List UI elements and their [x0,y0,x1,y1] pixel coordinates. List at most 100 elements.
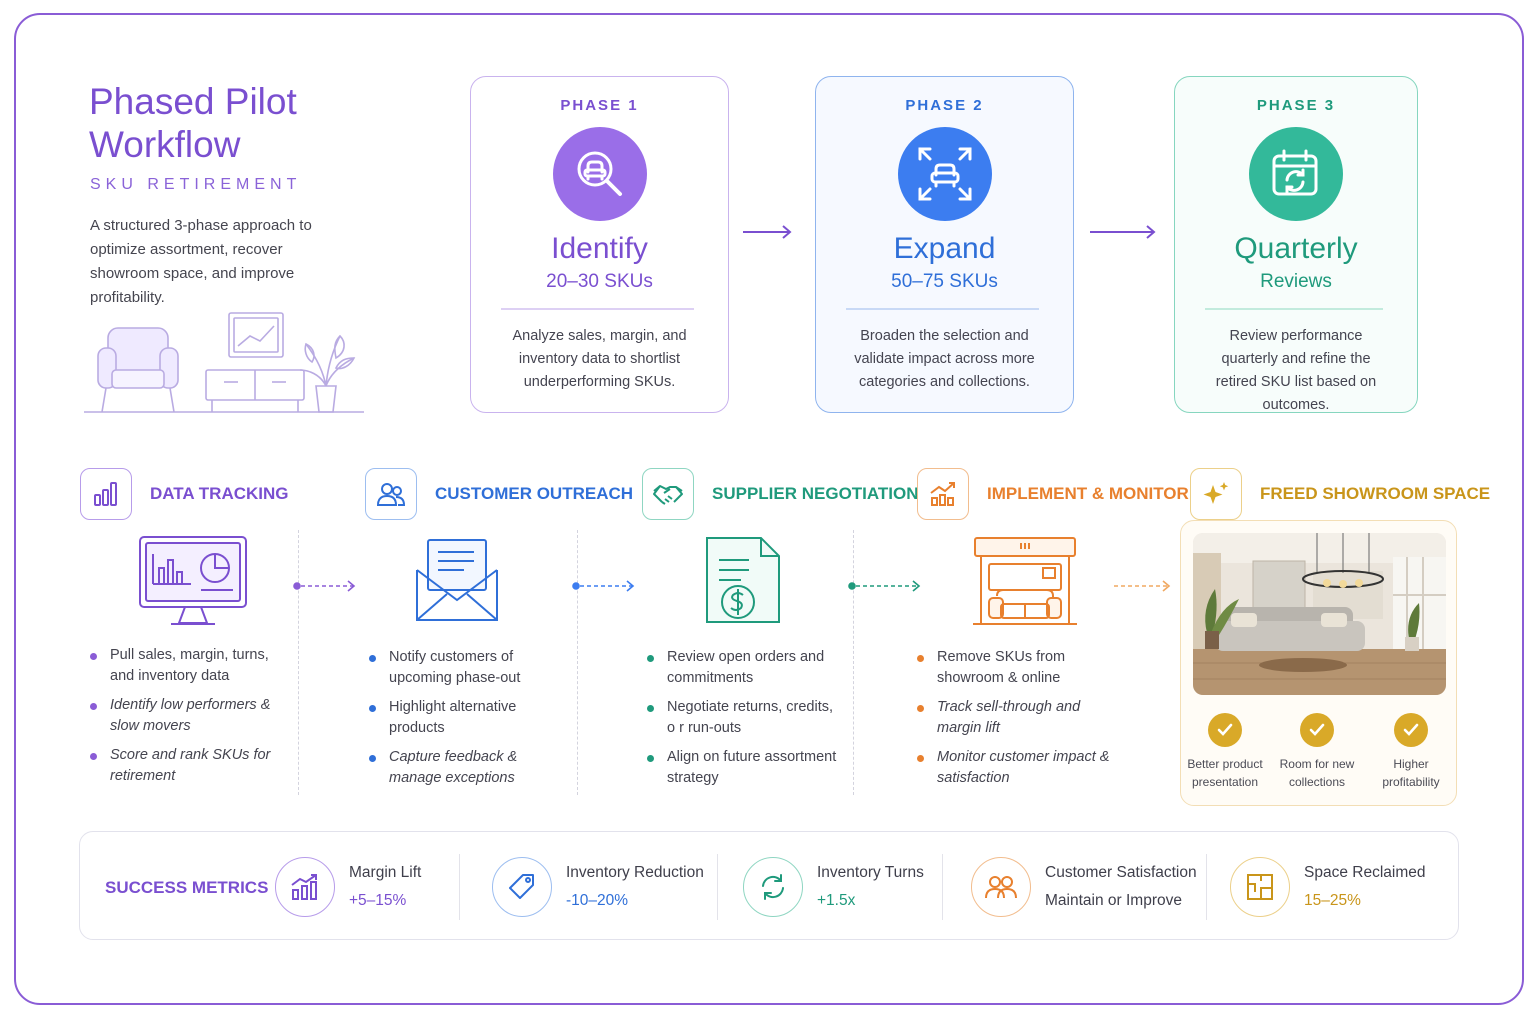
benefit-item: Better product presentation [1181,713,1269,791]
metrics-title: SUCCESS METRICS [105,878,269,897]
list-item: Track sell-through and margin lift [917,697,1117,739]
benefit-item: Room for new collections [1273,713,1361,791]
arrow-right-icon [572,580,635,592]
phase-label: PHASE 3 [1256,97,1336,114]
metric-inventory-reduction: Inventory Reduction -10–20% [492,856,704,918]
step-title: IMPLEMENT & MONITOR [987,484,1189,503]
phase-description: Broaden the selection and validate impac… [854,328,1035,390]
list-item: Identify low performers & slow movers [90,695,280,737]
showroom-sofa-icon [973,537,1077,625]
bar-chart-icon [80,468,132,520]
implement-monitor-list: Remove SKUs from showroom & online Track… [917,647,1117,797]
checkmark-icon [1300,713,1334,747]
step-supplier-negotiation-header: SUPPLIER NEGOTIATION [642,467,919,521]
step-title: FREED SHOWROOM SPACE [1260,484,1491,503]
list-item: Monitor customer impact & satisfaction [917,747,1117,789]
step-data-tracking-header: DATA TRACKING [80,467,289,521]
divider [846,308,1039,310]
metric-label: Inventory Reduction [566,864,704,881]
phase-3-card: PHASE 3 Quarterly Reviews Review perform… [1174,76,1418,413]
list-item: Align on future assortment strategy [647,747,837,789]
metric-inventory-turns: Inventory Turns +1.5x [743,856,924,918]
arrow-right-icon [1114,580,1171,592]
list-item: Review open orders and commitments [647,647,837,689]
metric-margin-lift: Margin Lift +5–15% [275,856,421,918]
list-item: Pull sales, margin, turns, and inventory… [90,645,280,687]
data-tracking-list: Pull sales, margin, turns, and inventory… [90,645,280,795]
benefit-text: Better product presentation [1187,757,1263,789]
handshake-icon [642,468,694,520]
step-title: CUSTOMER OUTREACH [435,484,634,503]
expand-chair-icon [897,127,992,221]
step-customer-outreach-header: CUSTOMER OUTREACH [365,467,633,521]
list-item: Notify customers of upcoming phase-out [369,647,569,689]
metric-label: Margin Lift [349,864,422,881]
phase-label: PHASE 2 [905,97,984,114]
list-item: Negotiate returns, credits, o r run-outs [647,697,837,739]
checkmark-icon [1208,713,1242,747]
living-room-illustration [84,312,364,413]
customer-outreach-list: Notify customers of upcoming phase-out H… [369,647,569,797]
envelope-icon [416,539,498,621]
intro-text: A structured 3-phase approach to optimiz… [90,217,312,306]
page-title: Phased Pilot Workflow [89,81,297,165]
divider [298,530,299,795]
success-metrics-bar: SUCCESS METRICS Margin Lift +5–15% Invent… [79,831,1459,940]
list-item: Highlight alternative products [369,697,569,739]
users-icon [365,468,417,520]
arrow-right-icon [1090,225,1156,239]
phase-description: Review performance quarterly and refine … [1215,328,1377,413]
benefit-text: Higher profitability [1382,757,1440,789]
benefit-item: Higher profitability [1367,713,1455,791]
metric-label: Space Reclaimed [1304,864,1426,881]
growth-chart-icon [275,857,335,917]
showroom-photo [1193,533,1446,695]
invoice-dollar-icon [706,537,780,623]
divider [459,854,460,920]
metric-label: Inventory Turns [817,864,924,881]
refresh-icon [743,857,803,917]
divider [1206,854,1207,920]
users-icon [971,857,1031,917]
metric-value: Maintain or Improve [1045,892,1182,909]
divider [577,530,578,795]
step-title: SUPPLIER NEGOTIATION [712,484,919,503]
metric-value: -10–20% [566,892,629,909]
floorplan-icon [1230,857,1290,917]
phase-count: 20–30 SKUs [546,271,653,292]
trend-chart-icon [917,468,969,520]
tag-icon [492,857,552,917]
step-title: DATA TRACKING [150,484,289,503]
phase-2-card: PHASE 2 Expand 50–75 SKUs Broaden the se… [815,76,1074,413]
freed-space-card: Better product presentation Room for new… [1180,520,1457,806]
page-subtitle: SKU RETIREMENT [90,176,302,193]
arrow-right-icon [743,225,792,239]
phase-description: Analyze sales, margin, and inventory dat… [512,328,687,390]
divider [853,530,854,795]
divider [1205,308,1383,310]
phase-name: Identify [551,232,648,265]
monitor-analytics-icon [139,536,247,625]
sparkle-icon [1190,468,1242,520]
phase-1-card: PHASE 1 Identify 20–30 SKUs Analyze sale… [470,76,729,413]
arrow-right-icon [848,580,921,592]
calendar-refresh-icon [1249,127,1343,221]
metric-value: 15–25% [1304,892,1361,909]
divider [717,854,718,920]
metric-value: +5–15% [349,892,407,909]
phase-name: Quarterly [1234,232,1358,265]
step-implement-monitor-header: IMPLEMENT & MONITOR [917,467,1189,521]
phase-label: PHASE 1 [560,97,639,114]
magnifier-chair-icon [552,127,647,221]
phase-count: 50–75 SKUs [891,271,998,292]
divider [501,308,694,310]
divider [942,854,943,920]
metric-label: Customer Satisfaction [1045,864,1197,881]
arrow-right-icon [293,580,356,592]
benefit-text: Room for new collections [1279,757,1355,789]
metric-value: +1.5x [817,892,856,909]
step-freed-space-header: FREED SHOWROOM SPACE [1190,467,1490,521]
list-item: Score and rank SKUs for retirement [90,745,280,787]
phase-name: Expand [893,232,996,265]
